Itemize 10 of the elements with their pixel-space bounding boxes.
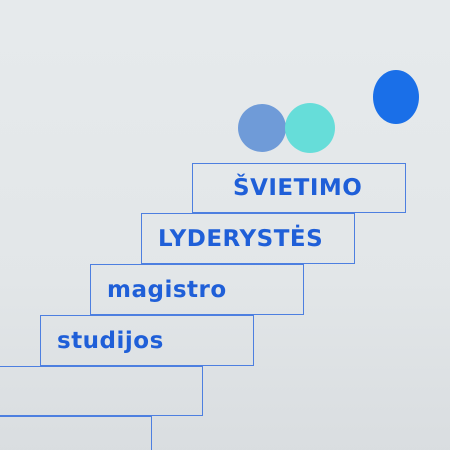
stair-step-box — [90, 264, 304, 315]
step-label: LYDERYSTĖS — [158, 226, 324, 252]
step-label: magistro — [107, 276, 227, 302]
stair-step-box — [40, 315, 254, 366]
stair-step-box — [141, 213, 355, 264]
step-label: studijos — [57, 328, 164, 354]
stair-step-box — [192, 163, 406, 213]
stair-step-box — [0, 366, 203, 416]
step-label: ŠVIETIMO — [233, 175, 362, 201]
stair-step-box — [0, 416, 152, 450]
